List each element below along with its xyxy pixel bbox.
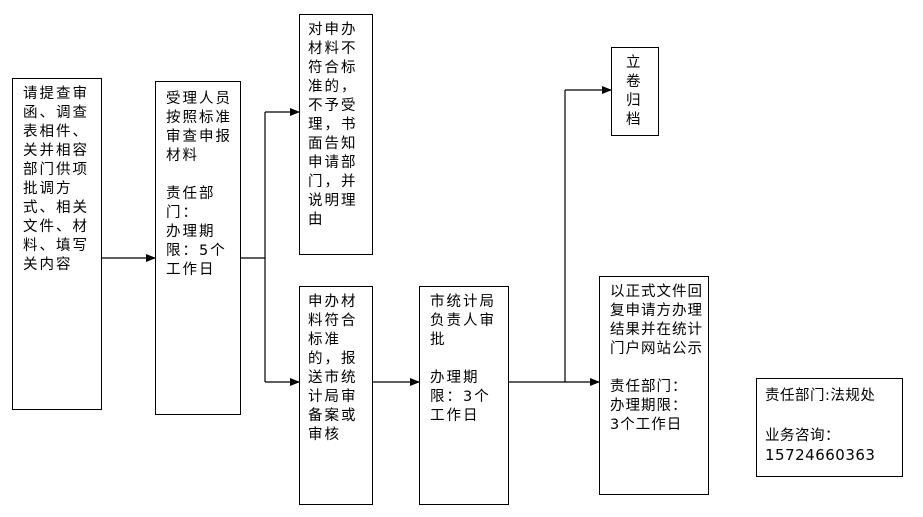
- consultation-label: 业务咨询：: [765, 428, 840, 444]
- step-compliant-submit-box: 申办材料符合标准的，报送市统计局审备案或审核: [299, 286, 373, 505]
- step-bureau-approval-box: 市统计局负责人审批 办理期限：3个工作日: [419, 286, 509, 505]
- step-not-compliant-box: 对申办材料不符合标准的，不予受理，书面告知申请部门，并说明理由: [299, 14, 373, 255]
- consultation-phone: 15724660363: [765, 446, 876, 464]
- step-archive-text: 立卷归档: [626, 55, 643, 128]
- step-compliant-submit-text: 申办材料符合标准的，报送市统计局审备案或审核: [308, 294, 358, 443]
- step-department-request-box: 请提查审函、调查表相件、关并相容 部门供项批调方式、相关文件、材料、填写关内容: [12, 78, 102, 410]
- step-archive-box: 立卷归档: [611, 47, 659, 136]
- responsible-department-text: 责任部门:法规处: [765, 388, 876, 404]
- step-formal-reply-text: 以正式文件回复申请方办理结果并在统计门户网站公示 责任部门： 办理期限： 3个工…: [610, 284, 703, 433]
- step-department-request-text: 请提查审函、调查表相件、关并相容 部门供项批调方式、相关文件、材料、填写关内容: [23, 86, 89, 273]
- contact-info-box: 责任部门:法规处 业务咨询： 15724660363: [756, 378, 903, 477]
- step-acceptance-review-box: 受理人员按照标准审查申报材料 责任部门： 办理期限：5个工作日: [155, 81, 241, 415]
- step-not-compliant-text: 对申办材料不符合标准的，不予受理，书面告知申请部门，并说明理由: [308, 22, 358, 228]
- step-bureau-approval-text: 市统计局负责人审批 办理期限：3个工作日: [430, 294, 496, 424]
- step-acceptance-review-text: 受理人员按照标准审查申报材料 责任部门： 办理期限：5个工作日: [166, 91, 232, 278]
- step-formal-reply-box: 以正式文件回复申请方办理结果并在统计门户网站公示 责任部门： 办理期限： 3个工…: [599, 276, 709, 495]
